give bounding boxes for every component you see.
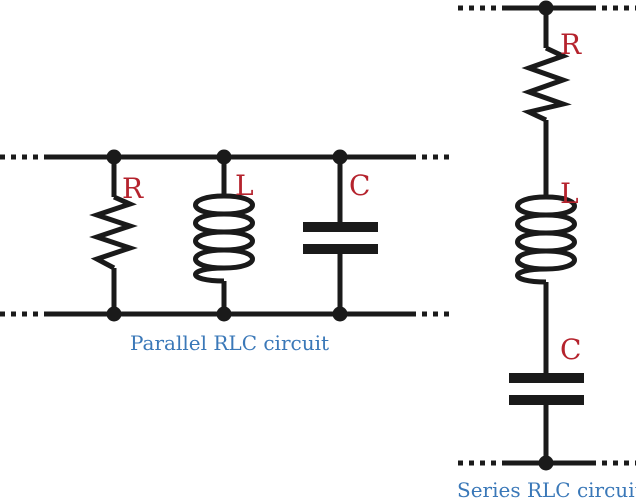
- series-inductor-coil: [515, 194, 577, 285]
- parallel-junction-node: [216, 149, 232, 165]
- parallel-rlc-circuit: R L C Parallel RLC circuit: [0, 149, 455, 355]
- series-capacitor-top-plate: [509, 373, 584, 383]
- parallel-junction-node: [106, 149, 122, 165]
- parallel-junction-node: [332, 149, 348, 165]
- parallel-resistor-label: R: [122, 172, 144, 205]
- series-resistor-label: R: [560, 28, 582, 61]
- parallel-junction-node: [216, 306, 232, 322]
- series-junction-node: [538, 0, 554, 16]
- parallel-inductor-label: L: [235, 169, 254, 202]
- parallel-resistor-symbol: [89, 194, 138, 271]
- parallel-capacitor-branch: [303, 157, 378, 314]
- parallel-capacitor-bottom-plate: [303, 244, 378, 254]
- series-junction-node: [538, 455, 554, 471]
- series-caption: Series RLC circuit: [457, 478, 636, 501]
- parallel-caption: Parallel RLC circuit: [130, 331, 329, 355]
- series-capacitor-label: C: [560, 333, 581, 366]
- parallel-capacitor-top-plate: [303, 222, 378, 232]
- series-resistor-symbol: [521, 45, 572, 123]
- parallel-junction-node: [332, 306, 348, 322]
- series-rlc-circuit: R L C Series RLC circuit: [457, 0, 636, 501]
- parallel-junction-node: [106, 306, 122, 322]
- parallel-inductor-coil: [193, 193, 255, 284]
- parallel-capacitor-label: C: [349, 169, 370, 202]
- series-capacitor-bottom-plate: [509, 395, 584, 405]
- series-inductor-label: L: [560, 177, 579, 210]
